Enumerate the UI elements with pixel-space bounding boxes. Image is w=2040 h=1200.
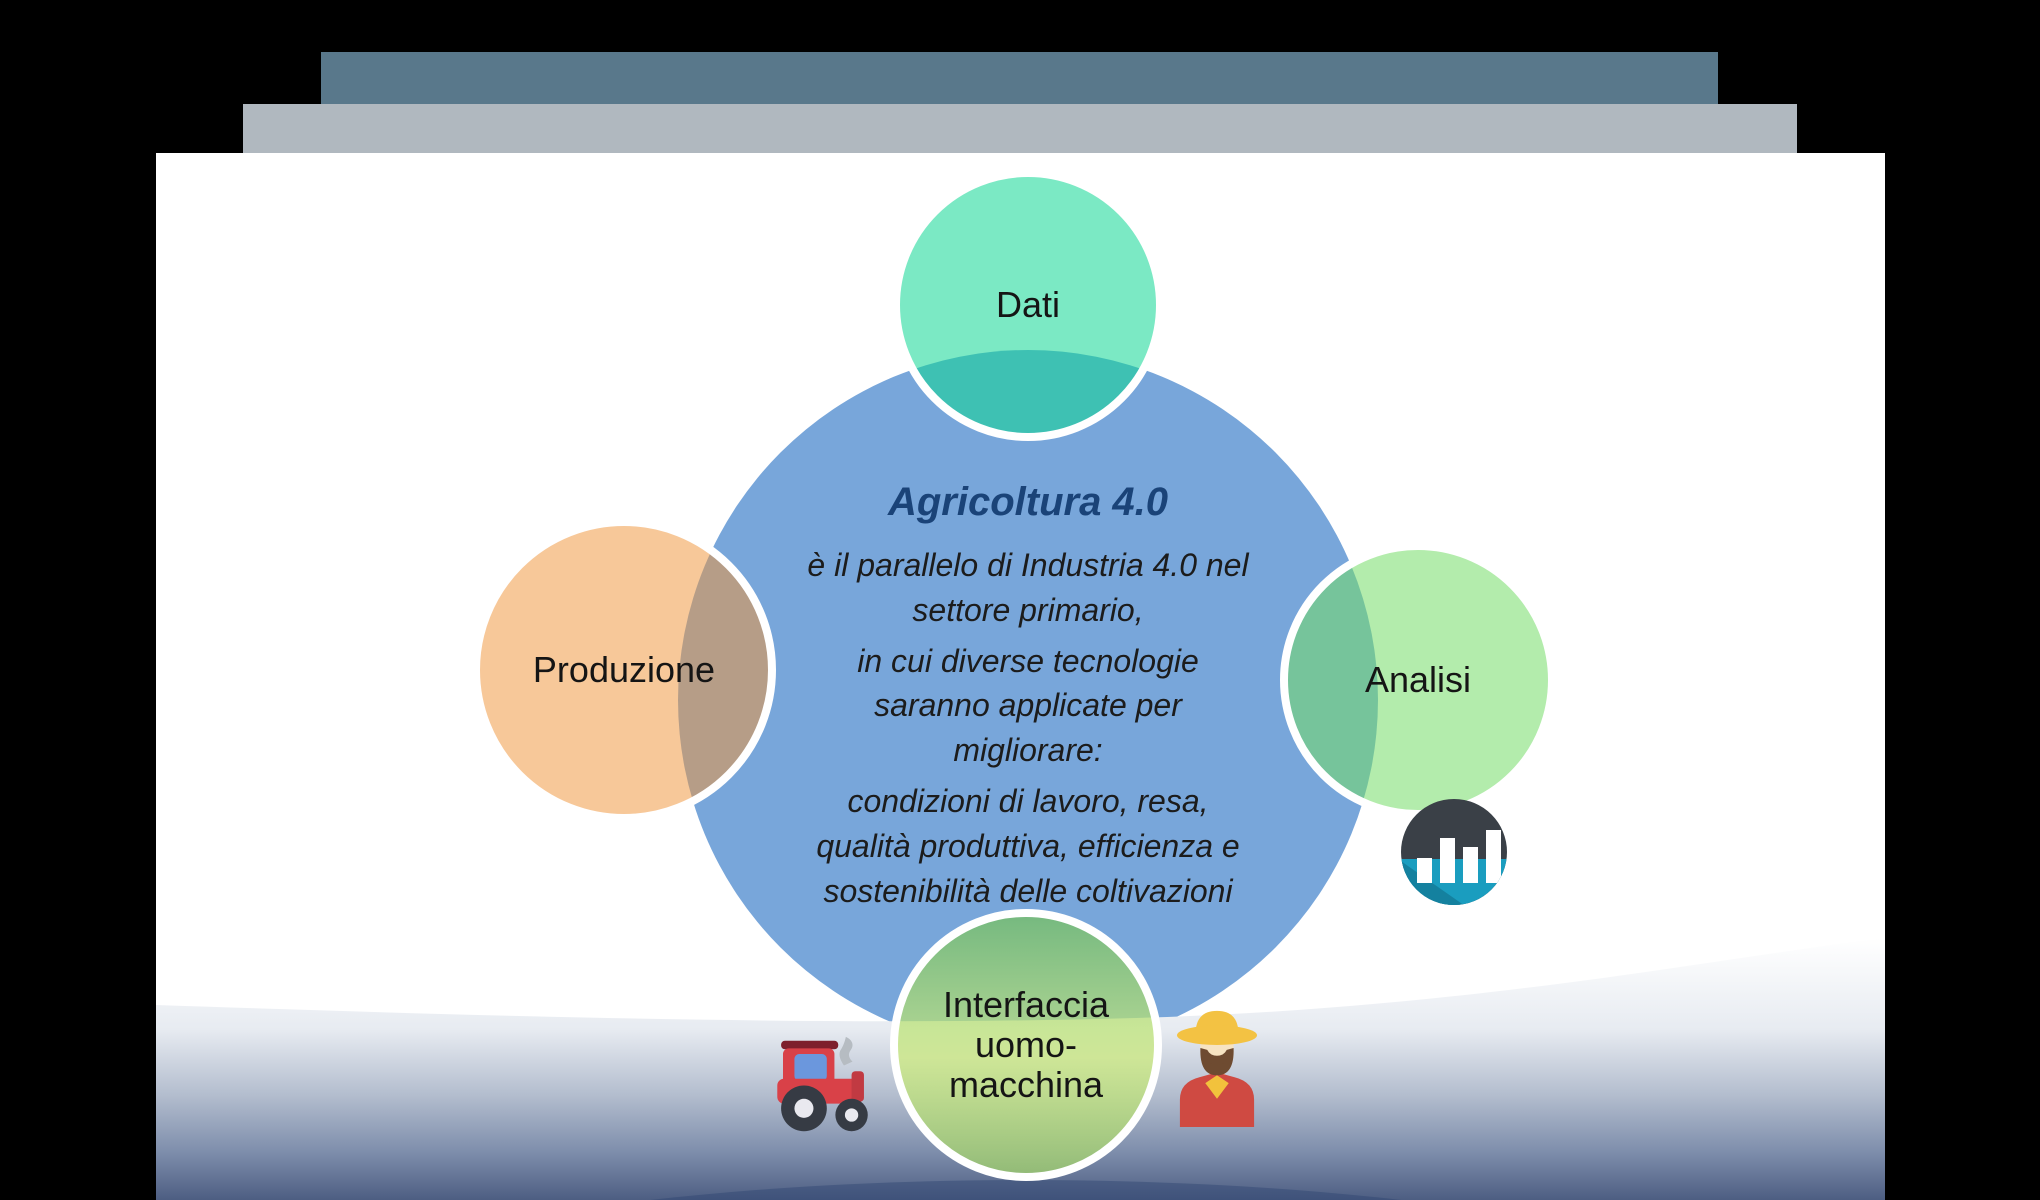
central-text-block: Agricoltura 4.0 è il parallelo di Indust… (728, 480, 1328, 919)
diagram-title: Agricoltura 4.0 (887, 480, 1169, 524)
node-label-dati: Dati (995, 283, 1061, 325)
farmer-icon (1176, 1010, 1258, 1127)
slide-header-bar-dark (321, 52, 1718, 104)
node-circle-dati: Dati (892, 169, 1164, 441)
diagram-paragraph-2: in cui diverse tecnologie saranno applic… (857, 642, 1199, 769)
node-circle-interfaccia: Interfaccia uomo- macchina (890, 909, 1162, 1181)
node-circle-produzione: Produzione (472, 518, 776, 822)
node-label-analisi: Analisi (1364, 658, 1472, 700)
tractor-icon (777, 1036, 868, 1132)
node-label-produzione: Produzione (532, 648, 716, 690)
node-label-interfaccia: Interfaccia uomo- macchina (942, 983, 1110, 1106)
slide-header-bar-gray (243, 104, 1797, 156)
node-circle-analisi: Analisi (1280, 542, 1556, 818)
presentation-slide: Dati Produzione Analisi Interfaccia uomo… (156, 153, 1885, 1200)
diagram-paragraph-3: condizioni di lavoro, resa, qualità prod… (816, 782, 1240, 909)
diagram-paragraph-1: è il parallelo di Industria 4.0 nel sett… (807, 547, 1249, 628)
bar-chart-icon (1401, 799, 1507, 905)
